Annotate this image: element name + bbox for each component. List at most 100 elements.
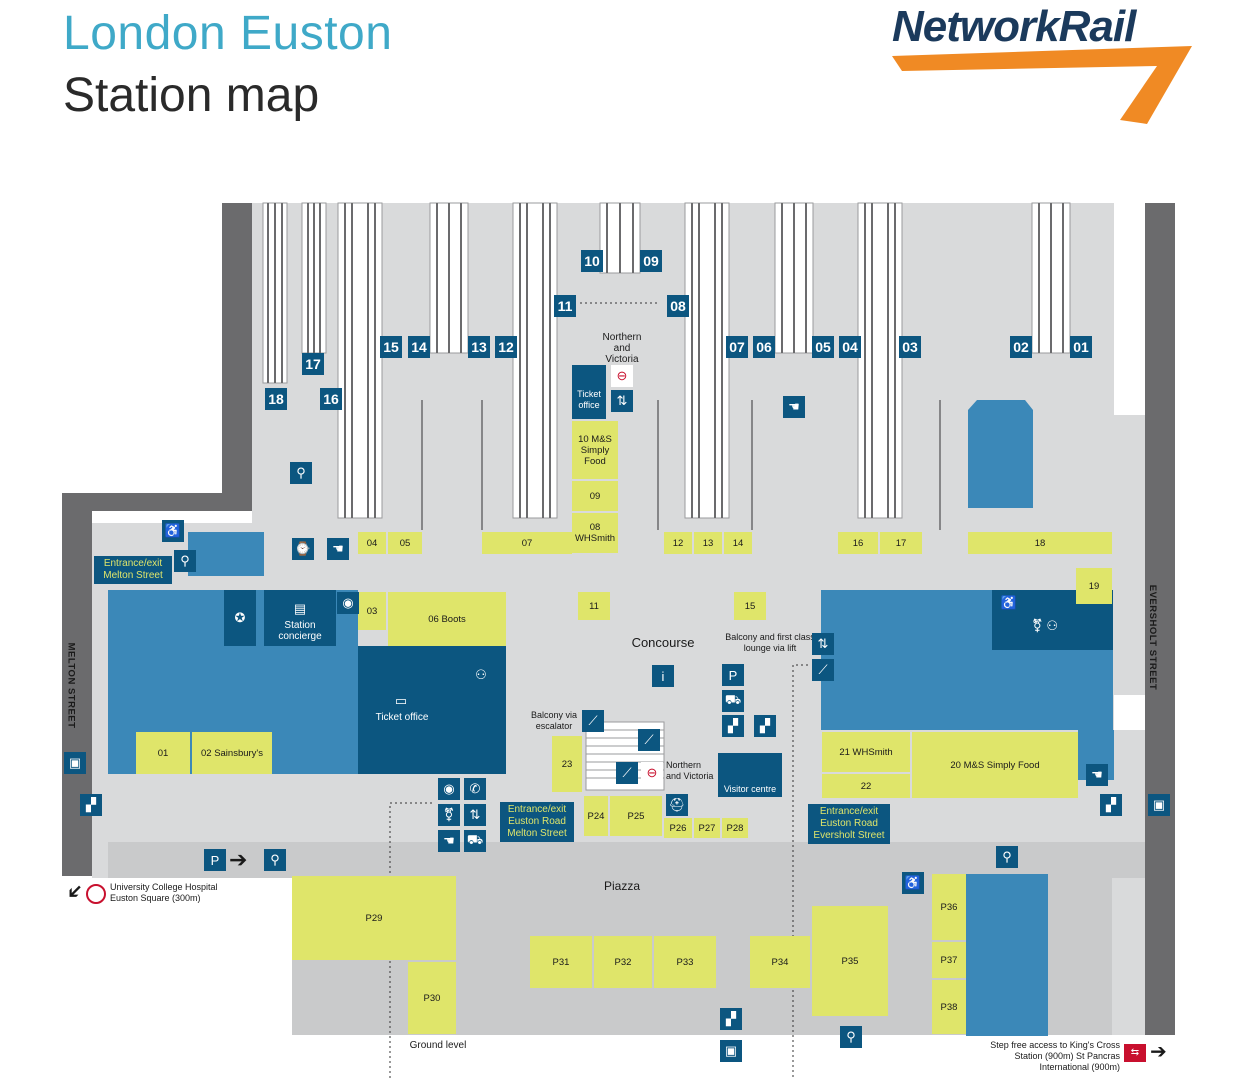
escalator-icon: ⟋ xyxy=(616,762,638,784)
stairs-icon: ▞ xyxy=(80,794,102,816)
underground-roundel-icon: ⊖ xyxy=(611,365,633,387)
unit-p31: P31 xyxy=(530,936,592,988)
unit-17: 17 xyxy=(880,532,922,554)
unit-04: 04 xyxy=(358,532,386,554)
concierge-icon: ▤ xyxy=(289,598,311,620)
ticket-office-top-label: Ticket office xyxy=(577,389,601,410)
unit-p37: P37 xyxy=(932,942,966,978)
entrance-melton-street: Entrance/exit Melton Street xyxy=(94,556,172,584)
platform-17: 17 xyxy=(302,353,324,375)
wheelchair-icon: ♿ xyxy=(902,872,924,894)
unit-p36: P36 xyxy=(932,874,966,940)
unit-05: 05 xyxy=(388,532,422,554)
unit-p35: P35 xyxy=(812,906,888,1016)
bus-icon: ▣ xyxy=(64,752,86,774)
unit-06: 06 Boots xyxy=(388,592,506,646)
escalator-icon: ⟋ xyxy=(638,729,660,751)
underground-roundel-icon xyxy=(86,884,106,904)
bicycle-parking-icon: ⚲ xyxy=(174,550,196,572)
street-melton: MELTON STREET xyxy=(65,642,77,729)
unit-p30: P30 xyxy=(408,962,456,1034)
platform-06: 06 xyxy=(753,336,775,358)
toilets-icon: ⚧ xyxy=(438,804,460,826)
information-icon: i xyxy=(652,665,674,687)
unit-p25: P25 xyxy=(610,796,662,836)
lift-icon: ⇅ xyxy=(812,633,834,655)
stairs-icon: ▞ xyxy=(1100,794,1122,816)
platform-15: 15 xyxy=(380,336,402,358)
unit-p28: P28 xyxy=(722,818,748,838)
unit-p38: P38 xyxy=(932,980,966,1034)
parking-icon: P xyxy=(722,664,744,686)
unit-13: 13 xyxy=(694,532,722,554)
logo-text: NetworkRail xyxy=(892,2,1136,51)
unit-p34: P34 xyxy=(750,936,810,988)
platform-12: 12 xyxy=(495,336,517,358)
underground-roundel-icon: ⊖ xyxy=(641,762,663,784)
bicycle-parking-icon: ⚲ xyxy=(840,1026,862,1048)
ticket-icon: ▭ xyxy=(390,690,412,712)
assistance-icon: ☚ xyxy=(327,538,349,560)
visitor-centre: Visitor centre xyxy=(718,753,782,797)
unit-09: 09 xyxy=(572,481,618,511)
ticket-office-main-label: Ticket office xyxy=(375,712,429,723)
national-rail-icon: ⇆ xyxy=(1124,1044,1146,1062)
lift-icon: ⇅ xyxy=(464,804,486,826)
unit-01: 01 xyxy=(136,732,190,774)
left-luggage-icon: ⌚ xyxy=(292,538,314,560)
unit-22: 22 xyxy=(822,774,910,798)
northern-victoria-label-bottom: Northern and Victoria xyxy=(666,760,714,781)
unit-21: 21 WHSmith xyxy=(822,732,910,772)
bus-icon: ▣ xyxy=(720,1040,742,1062)
waiting-area-icon: ⚇ xyxy=(470,664,492,686)
unit-14: 14 xyxy=(724,532,752,554)
unit-08: 08 WHSmith xyxy=(572,513,618,553)
escalator-icon: ⟋ xyxy=(812,659,834,681)
unit-p33: P33 xyxy=(654,936,716,988)
platform-11: 11 xyxy=(554,295,576,317)
platform-09: 09 xyxy=(640,250,662,272)
page-subtitle: Station map xyxy=(63,69,320,122)
unit-p27: P27 xyxy=(694,818,720,838)
station-concierge-label: Station concierge xyxy=(278,620,322,642)
unit-10: 10 M&S Simply Food xyxy=(572,421,618,479)
platform-18: 18 xyxy=(265,388,287,410)
unit-19: 19 xyxy=(1076,568,1112,604)
platform-14: 14 xyxy=(408,336,430,358)
unit-18: 18 xyxy=(968,532,1112,554)
parking-icon: P xyxy=(204,849,226,871)
bicycle-icon: ⚲ xyxy=(264,849,286,871)
entrance-euston-road-eversholt: Entrance/exit Euston Road Eversholt Stre… xyxy=(808,804,890,844)
unit-20: 20 M&S Simply Food xyxy=(912,732,1078,798)
camera-icon: ◉ xyxy=(438,778,460,800)
telephone-icon: ✆ xyxy=(464,778,486,800)
stairs-icon: ▞ xyxy=(754,715,776,737)
northern-victoria-label-top: Northern and Victoria xyxy=(602,332,642,365)
camera-icon: ◉ xyxy=(337,592,359,614)
platform-13: 13 xyxy=(468,336,490,358)
assistance-icon: ☚ xyxy=(783,396,805,418)
unit-12: 12 xyxy=(664,532,692,554)
unit-03: 03 xyxy=(358,592,386,630)
bus-icon: ▣ xyxy=(1148,794,1170,816)
unit-11: 11 xyxy=(578,592,610,620)
visitor-centre-label: Visitor centre xyxy=(723,784,777,794)
arrow-right-icon: ➔ xyxy=(229,847,248,872)
taxi-icon: ⛟ xyxy=(464,830,486,852)
balcony-lift-label: Balcony and first class lounge via lift xyxy=(725,632,815,653)
taxi-icon: ⛟ xyxy=(722,690,744,712)
platform-03: 03 xyxy=(899,336,921,358)
platform-08: 08 xyxy=(667,295,689,317)
entrance-euston-road-melton: Entrance/exit Euston Road Melton Street xyxy=(500,802,574,842)
platform-16: 16 xyxy=(320,388,342,410)
concourse-label: Concourse xyxy=(631,635,695,650)
unit-p32: P32 xyxy=(594,936,652,988)
assistance-icon: ☚ xyxy=(1086,764,1108,786)
bicycle-parking-icon: ⚲ xyxy=(290,462,312,484)
platform-07: 07 xyxy=(726,336,748,358)
wheelchair-icon: ♿ xyxy=(998,592,1020,614)
ground-level-label: Ground level xyxy=(409,1040,467,1051)
stairs-icon: ▞ xyxy=(722,715,744,737)
unit-07: 07 xyxy=(482,532,572,554)
stairs-icon: ▞ xyxy=(720,1008,742,1030)
